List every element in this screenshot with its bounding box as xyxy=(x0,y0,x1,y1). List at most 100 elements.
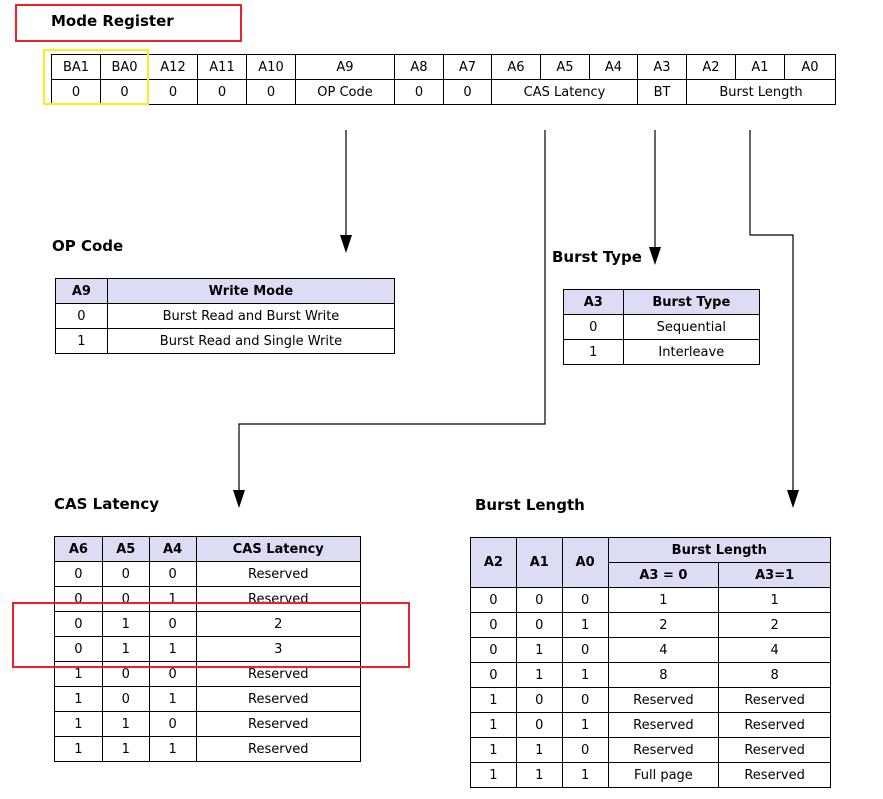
cas-latency-cell: Reserved xyxy=(195,711,362,737)
mode-register-bit-cell: A0 xyxy=(784,54,836,80)
burst-length-cell: 8 xyxy=(718,662,831,688)
cas-latency-cell: 0 xyxy=(54,561,103,587)
burst-length-cell: 4 xyxy=(607,637,720,663)
mode-register-bit-cell: A9 xyxy=(295,54,395,80)
mode-register-value-cell: 0 xyxy=(197,79,247,105)
burst-length-cell: Full page xyxy=(607,762,720,788)
burst-length-cell: 2 xyxy=(607,612,720,638)
mode-register-value-cell: 0 xyxy=(246,79,296,105)
burst-type-cell: Sequential xyxy=(622,314,761,340)
arrowhead-burst-length xyxy=(787,490,799,508)
burst-length-cell: 1 xyxy=(718,587,831,613)
cas-latency-cell: Reserved xyxy=(195,686,362,712)
cas-latency-cell: 1 xyxy=(54,711,103,737)
cas-latency-cell: 1 xyxy=(148,636,197,662)
bl-header-a1: A1 xyxy=(515,537,563,588)
mode-register-value-cell: BT xyxy=(637,79,687,105)
burst-type-cell: 1 xyxy=(563,339,624,365)
burst-length-cell: Reserved xyxy=(607,737,720,763)
cas-latency-header-cell: CAS Latency xyxy=(195,536,362,562)
burst-length-header-row-1: A2 A1 A0 Burst Length xyxy=(470,537,832,588)
burst-type-header-cell: A3 xyxy=(563,289,624,315)
burst-length-cell: Reserved xyxy=(718,687,831,713)
burst-length-cell: Reserved xyxy=(718,712,831,738)
op-code-header-cell: A9 xyxy=(55,278,108,304)
arrowhead-cas-latency xyxy=(233,490,245,508)
mode-register-title-highlight xyxy=(15,4,242,42)
burst-type-title: Burst Type xyxy=(552,248,642,266)
cas-latency-cell: 1 xyxy=(101,736,150,762)
mode-register-bit-cell: A10 xyxy=(246,54,296,80)
burst-length-cell: 1 xyxy=(515,737,563,763)
op-code-header-cell: Write Mode xyxy=(106,278,396,304)
bl-subheader-a3-0: A3 = 0 xyxy=(607,562,720,588)
cas-latency-cell: 1 xyxy=(54,736,103,762)
arrow-burst-length xyxy=(749,130,794,498)
burst-length-header-row-2: A3 = 0 A3=1 xyxy=(471,562,831,588)
cas-latency-title: CAS Latency xyxy=(54,495,160,513)
burst-length-cell: 1 xyxy=(607,587,720,613)
mode-register-bit-cell: BA0 xyxy=(100,54,149,80)
mode-register-value-cell: CAS Latency xyxy=(491,79,638,105)
arrowhead-burst-type xyxy=(649,247,661,265)
burst-length-cell: 0 xyxy=(561,587,609,613)
mode-register-bit-cell: A3 xyxy=(637,54,687,80)
cas-latency-cell: 1 xyxy=(148,586,197,612)
burst-length-cell: 1 xyxy=(470,687,517,713)
burst-length-cell: 0 xyxy=(515,612,563,638)
mode-register-value-cell: 0 xyxy=(394,79,444,105)
cas-latency-cell: Reserved xyxy=(195,661,362,687)
op-code-title: OP Code xyxy=(52,237,124,255)
burst-length-cell: 0 xyxy=(470,587,517,613)
burst-length-cell: 0 xyxy=(561,737,609,763)
burst-length-cell: 8 xyxy=(607,662,720,688)
cas-latency-cell: 0 xyxy=(54,586,103,612)
mode-register-bit-cell: A2 xyxy=(686,54,736,80)
op-code-cell: Burst Read and Burst Write xyxy=(106,303,396,329)
burst-type-cell: Interleave xyxy=(622,339,761,365)
burst-length-cell: 0 xyxy=(470,612,517,638)
cas-latency-header-cell: A4 xyxy=(148,536,197,562)
burst-length-cell: Reserved xyxy=(607,687,720,713)
op-code-cell: Burst Read and Single Write xyxy=(106,328,396,354)
burst-length-cell: 1 xyxy=(561,712,609,738)
cas-latency-cell: 1 xyxy=(148,686,197,712)
arrow-cas-latency xyxy=(238,130,546,498)
cas-latency-cell: 0 xyxy=(101,686,150,712)
burst-length-cell: 1 xyxy=(470,762,517,788)
cas-latency-cell: 0 xyxy=(101,561,150,587)
burst-length-cell: Reserved xyxy=(718,762,831,788)
ba-bits-highlight xyxy=(43,49,149,105)
burst-length-cell: 1 xyxy=(561,762,609,788)
cas-latency-cell: 0 xyxy=(148,711,197,737)
burst-length-cell: 0 xyxy=(515,712,563,738)
mode-register-bit-cell: BA1 xyxy=(51,54,101,80)
cas-latency-cell: 1 xyxy=(101,711,150,737)
cas-latency-highlight xyxy=(12,602,410,668)
cas-latency-cell: 0 xyxy=(54,636,103,662)
cas-latency-header-cell: A6 xyxy=(54,536,103,562)
mode-register-value-cell: 0 xyxy=(443,79,492,105)
mode-register-bit-cell: A12 xyxy=(148,54,198,80)
bl-header-a2: A2 xyxy=(470,537,517,588)
burst-length-cell: 4 xyxy=(718,637,831,663)
